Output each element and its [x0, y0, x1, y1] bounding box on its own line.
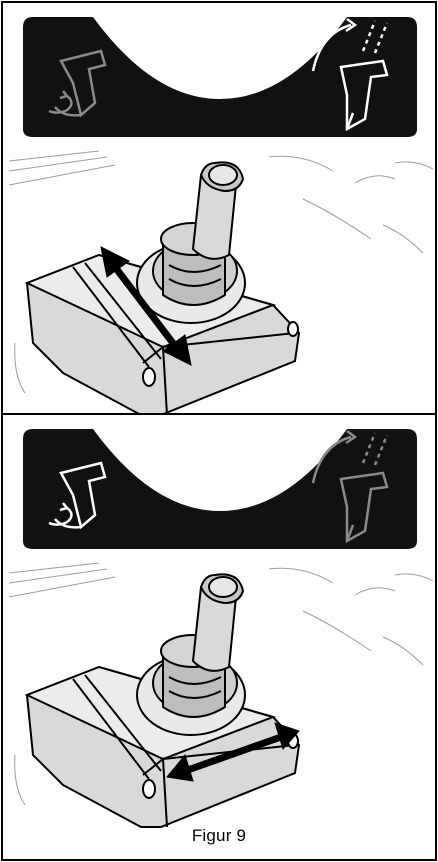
joystick-lever — [137, 162, 245, 323]
joystick-illustration-bottom — [3, 415, 437, 859]
control-decal — [23, 429, 417, 549]
figure-caption: Figur 9 — [0, 826, 438, 846]
panel-left-right — [1, 413, 437, 861]
control-decal — [23, 17, 417, 137]
panel-forward-back — [1, 1, 437, 415]
joystick-lever — [137, 574, 245, 735]
joystick-illustration-top — [3, 3, 437, 413]
